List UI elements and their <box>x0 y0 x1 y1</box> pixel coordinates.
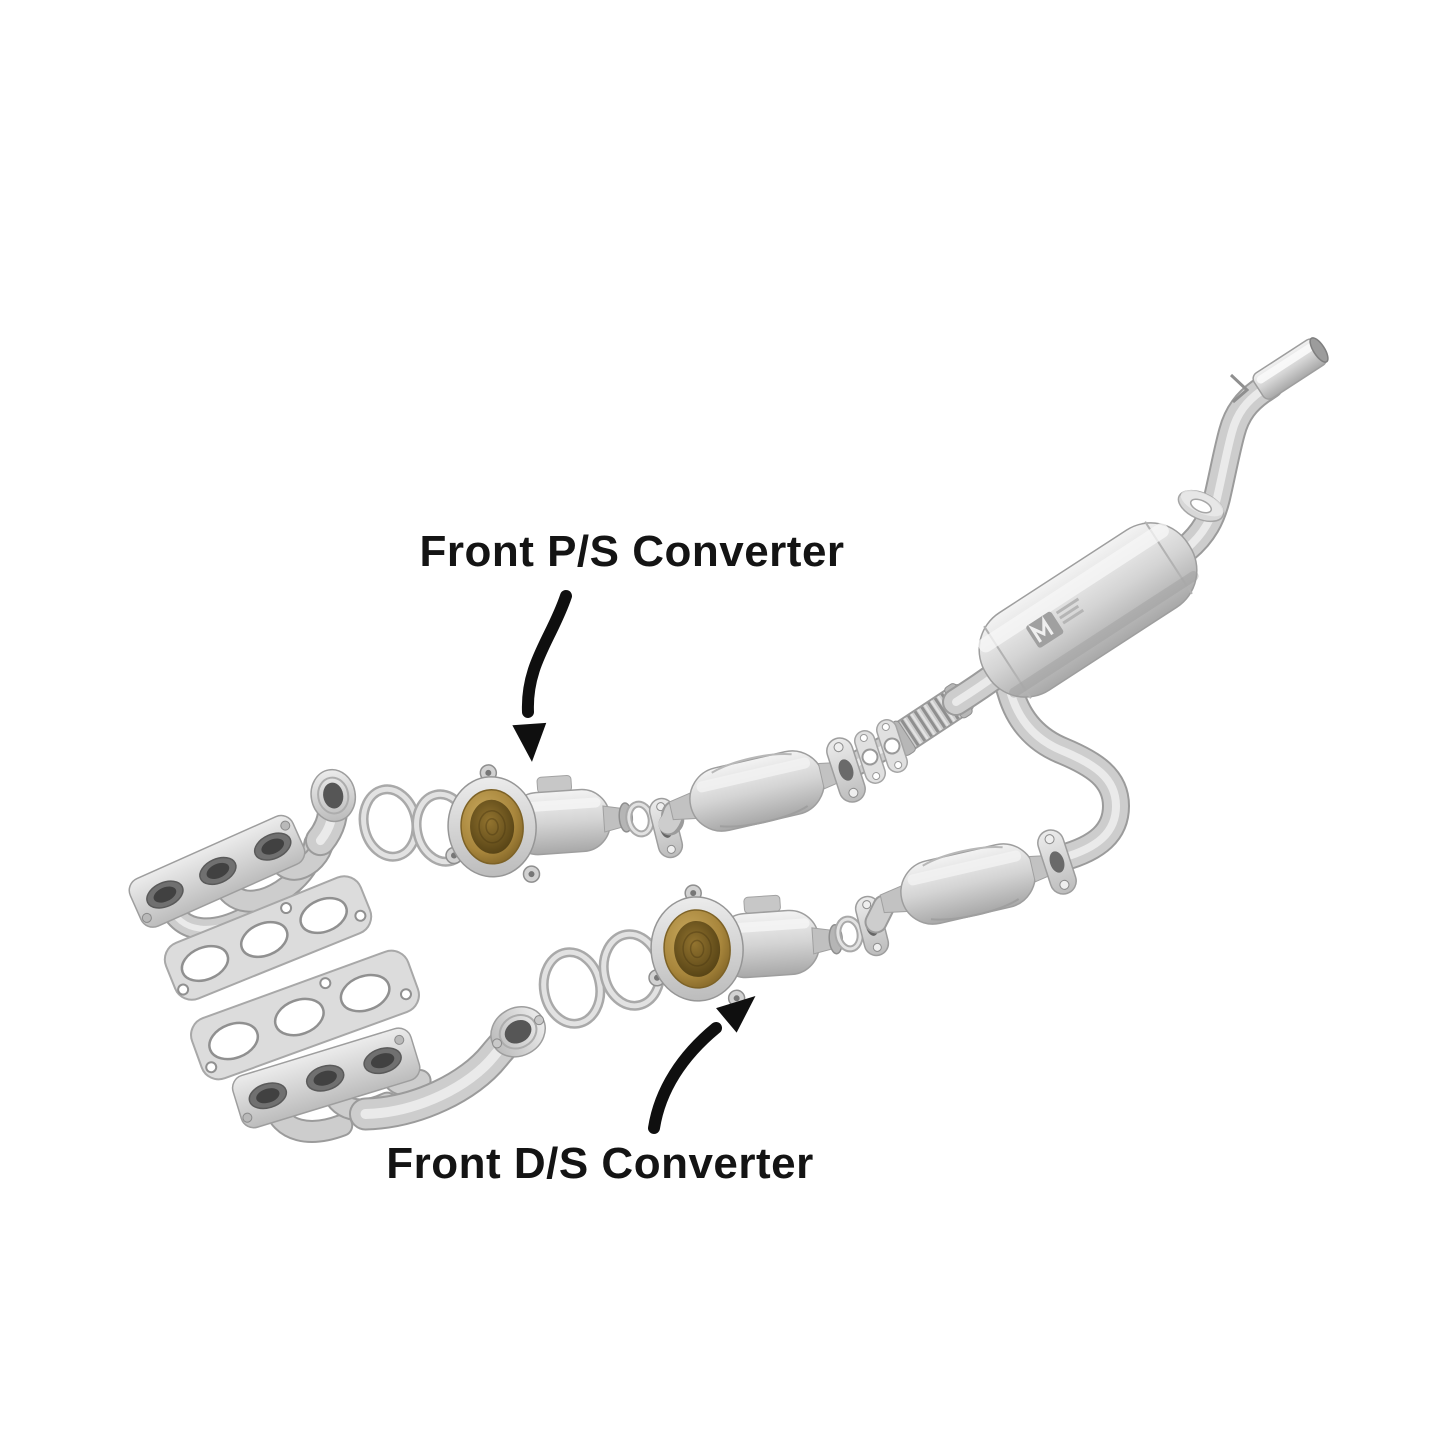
arrow-to-ds-converter <box>648 996 756 1134</box>
manifold-gasket-upper <box>163 875 373 1001</box>
o-ring-gasket-small <box>834 915 864 953</box>
tailpipe <box>1172 371 1284 563</box>
o-ring-gasket <box>538 947 606 1029</box>
donut-gasket <box>1177 489 1225 523</box>
label-front-ps-converter: Front P/S Converter <box>419 527 844 576</box>
label-front-ds-converter: Front D/S Converter <box>386 1139 814 1188</box>
muffler-brand-logo <box>1026 597 1085 648</box>
flange-gasket <box>853 730 887 784</box>
mid-pipe-converter-ps <box>668 750 846 832</box>
exhaust-manifold-driver-side <box>231 1006 546 1143</box>
chrome-exhaust-tip <box>1252 337 1329 400</box>
front-ds-converter <box>648 884 844 1008</box>
arrow-to-ps-converter <box>512 590 572 762</box>
outlet-flange-ds <box>1037 829 1077 895</box>
manifold-gasket-lower <box>190 949 420 1081</box>
elbow-pipe-ds <box>864 894 896 934</box>
mid-pipe-converter-ds <box>879 843 1057 925</box>
front-ps-converter <box>445 764 634 883</box>
s-bend-intermediate-pipe <box>992 660 1130 872</box>
muffler-body <box>978 522 1198 698</box>
flange-gasket <box>875 719 909 773</box>
outlet-flange-ps <box>826 737 866 803</box>
muffler <box>978 521 1199 699</box>
pipe-clamp-mark <box>1229 373 1250 404</box>
